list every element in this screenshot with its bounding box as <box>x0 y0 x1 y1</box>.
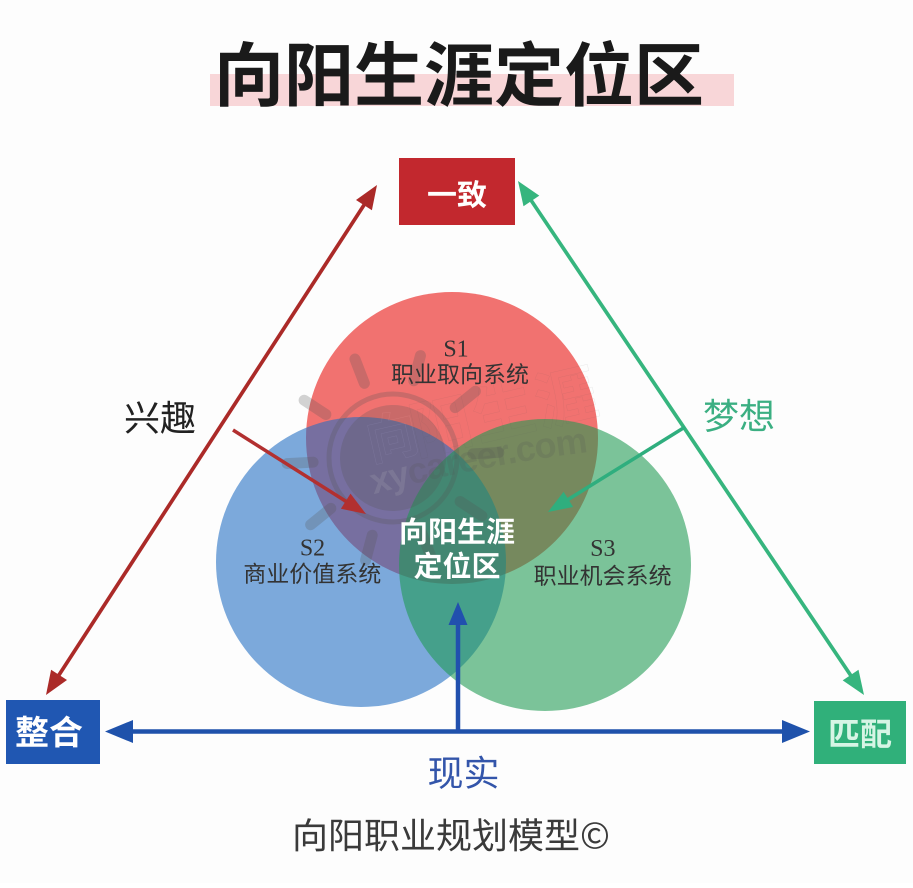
svg-text:S3: S3 <box>590 536 615 562</box>
svg-text:S1: S1 <box>443 337 468 363</box>
svg-text:S2: S2 <box>300 536 325 562</box>
